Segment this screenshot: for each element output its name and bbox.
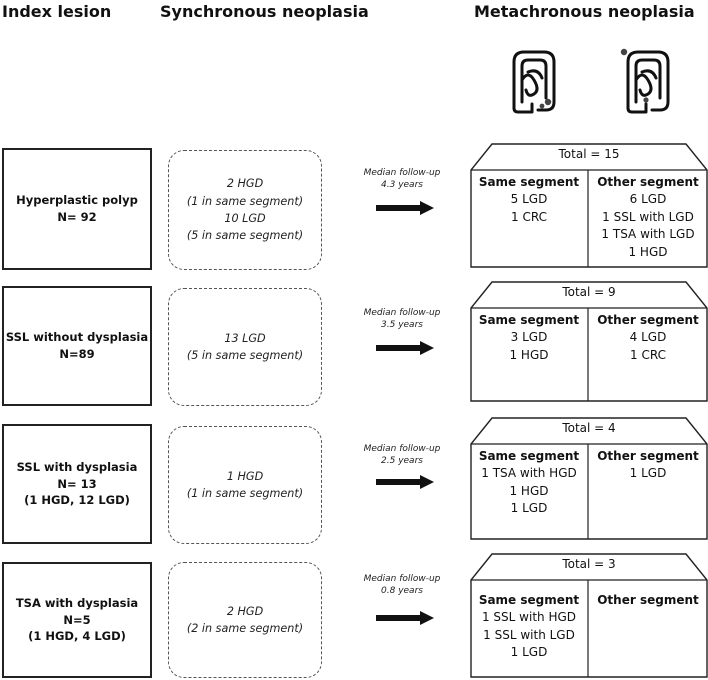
- meta-total: Total = 4: [562, 421, 616, 435]
- colon-icon-same-segment: [512, 50, 556, 114]
- header-synchronous-neoplasia: Synchronous neoplasia: [160, 2, 369, 21]
- sync-line: 2 HGD: [226, 604, 264, 618]
- same-segment-heading: Same segment: [478, 449, 580, 463]
- same-segment-column: Same segment 1 TSA with HGD 1 HGD 1 LGD: [470, 448, 588, 518]
- index-lesion-count: N= 13: [57, 476, 97, 491]
- other-segment-item: 4 LGD: [629, 330, 667, 345]
- same-segment-item: 1 LGD: [510, 645, 548, 660]
- other-segment-heading: Other segment: [597, 593, 699, 607]
- same-segment-item: 1 SSL with LGD: [483, 627, 575, 642]
- same-segment-column: Same segment 1 SSL with HGD 1 SSL with L…: [470, 592, 588, 662]
- followup-duration: 2.5 years: [381, 455, 423, 466]
- sync-box-tsa-with-dysplasia: 2 HGD (2 in same segment): [168, 562, 322, 678]
- sync-line: (1 in same segment): [186, 487, 304, 500]
- followup-duration: 3.5 years: [381, 319, 423, 330]
- followup-text: Median follow-up: [363, 444, 441, 454]
- same-segment-heading: Same segment: [478, 175, 580, 189]
- other-segment-column: Other segment: [589, 592, 707, 609]
- header-index-lesion: Index lesion: [2, 2, 112, 21]
- followup-label-row2: Median follow-up 3.5 years: [360, 308, 444, 331]
- sync-line: (5 in same segment): [186, 229, 304, 243]
- other-segment-heading: Other segment: [597, 313, 699, 327]
- meta-box-row1: Total = 15 Same segment 5 LGD 1 CRC Othe…: [470, 142, 708, 268]
- other-segment-item: 1 SSL with LGD: [602, 209, 694, 224]
- same-segment-column: Same segment 3 LGD 1 HGD: [470, 312, 588, 364]
- meta-total: Total = 3: [562, 557, 616, 571]
- other-segment-heading: Other segment: [597, 449, 699, 463]
- sync-line: 10 LGD: [224, 212, 266, 225]
- other-segment-item: 1 TSA with LGD: [601, 227, 695, 242]
- same-segment-heading: Same segment: [478, 593, 580, 607]
- other-segment-item: 1 CRC: [630, 347, 666, 362]
- index-lesion-breakdown: (1 HGD, 12 LGD): [24, 493, 130, 508]
- same-segment-item: 1 HGD: [509, 347, 549, 362]
- sync-line: (5 in same segment): [186, 349, 304, 362]
- index-lesion-name: Hyperplastic polyp: [16, 193, 138, 208]
- sync-line: 2 HGD: [226, 177, 264, 191]
- sync-box-ssl-with-dysplasia: 1 HGD (1 in same segment): [168, 426, 322, 544]
- followup-text: Median follow-up: [363, 574, 441, 584]
- index-lesion-count: N=5: [63, 612, 91, 627]
- other-segment-item: 1 LGD: [629, 466, 667, 481]
- index-lesion-count: N=89: [59, 347, 95, 361]
- colon-icon-other-segment: [620, 48, 670, 114]
- meta-box-frame: [470, 553, 708, 678]
- sync-box-ssl-without-dysplasia: 13 LGD (5 in same segment): [168, 288, 322, 406]
- same-segment-item: 1 HGD: [509, 483, 549, 498]
- other-segment-item: 6 LGD: [629, 192, 667, 207]
- sync-box-hyperplastic-polyp: 2 HGD (1 in same segment) 10 LGD (5 in s…: [168, 150, 322, 270]
- other-segment-column: Other segment 1 LGD: [589, 448, 707, 483]
- meta-total: Total = 15: [558, 147, 620, 161]
- meta-box-frame: [470, 143, 708, 268]
- meta-box-frame: [470, 417, 708, 540]
- header-metachronous-neoplasia: Metachronous neoplasia: [474, 2, 695, 21]
- followup-text: Median follow-up: [363, 168, 441, 178]
- meta-box-row2: Total = 9 Same segment 3 LGD 1 HGD Other…: [470, 280, 708, 402]
- followup-label-row3: Median follow-up 2.5 years: [360, 444, 444, 467]
- arrow-right-icon: [376, 201, 434, 215]
- same-segment-item: 1 LGD: [510, 501, 548, 516]
- other-segment-column: Other segment 4 LGD 1 CRC: [589, 312, 707, 364]
- index-box-ssl-without-dysplasia: SSL without dysplasia N=89: [2, 286, 152, 406]
- other-segment-heading: Other segment: [597, 175, 699, 189]
- same-segment-item: 1 CRC: [511, 209, 547, 224]
- index-lesion-count: N= 92: [57, 210, 97, 224]
- followup-text: Median follow-up: [363, 308, 441, 318]
- other-segment-column: Other segment 6 LGD 1 SSL with LGD 1 TSA…: [589, 174, 707, 261]
- followup-label-row1: Median follow-up 4.3 years: [360, 168, 444, 191]
- sync-line: 13 LGD: [224, 331, 266, 345]
- meta-box-row3: Total = 4 Same segment 1 TSA with HGD 1 …: [470, 416, 708, 540]
- same-segment-item: 5 LGD: [510, 192, 548, 207]
- index-box-hyperplastic-polyp: Hyperplastic polyp N= 92: [2, 148, 152, 270]
- followup-duration: 0.8 years: [381, 585, 423, 596]
- index-lesion-name: SSL with dysplasia: [16, 459, 138, 474]
- arrow-right-icon: [376, 611, 434, 625]
- arrow-right-icon: [376, 341, 434, 355]
- followup-label-row4: Median follow-up 0.8 years: [360, 574, 444, 597]
- index-lesion-name: TSA with dysplasia: [15, 595, 139, 610]
- sync-line: (1 in same segment): [186, 194, 304, 208]
- same-segment-item: 3 LGD: [510, 330, 548, 345]
- meta-box-row4: Total = 3 Same segment 1 SSL with HGD 1 …: [470, 552, 708, 678]
- sync-line: 1 HGD: [226, 469, 264, 483]
- index-lesion-name: SSL without dysplasia: [5, 330, 149, 345]
- meta-total: Total = 9: [562, 285, 616, 299]
- followup-duration: 4.3 years: [381, 179, 423, 190]
- same-segment-item: 1 TSA with HGD: [481, 466, 577, 481]
- same-segment-column: Same segment 5 LGD 1 CRC: [470, 174, 588, 226]
- index-box-ssl-with-dysplasia: SSL with dysplasia N= 13 (1 HGD, 12 LGD): [2, 424, 152, 544]
- index-box-tsa-with-dysplasia: TSA with dysplasia N=5 (1 HGD, 4 LGD): [2, 562, 152, 678]
- sync-line: (2 in same segment): [186, 622, 304, 635]
- meta-box-frame: [470, 281, 708, 402]
- index-lesion-breakdown: (1 HGD, 4 LGD): [28, 629, 126, 644]
- other-segment-item: 1 HGD: [628, 244, 668, 259]
- same-segment-item: 1 SSL with HGD: [481, 610, 577, 625]
- same-segment-heading: Same segment: [478, 313, 580, 327]
- arrow-right-icon: [376, 475, 434, 489]
